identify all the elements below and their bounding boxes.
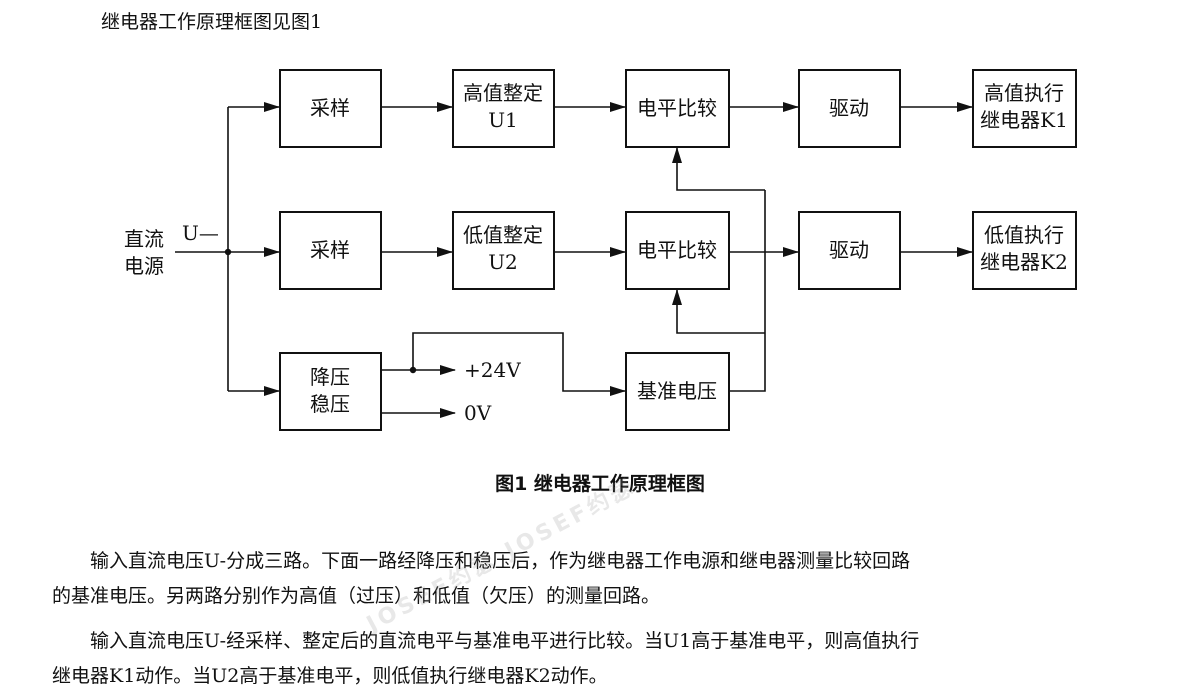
mid-compare-box [625,211,730,290]
high-relay-box [972,69,1077,148]
block-diagram: 直流 电源 U— 采样 高值整定 U1 电平比较 驱动 高值执行 继电器K1 采… [124,69,1077,431]
mid-drive-label: 驱动 [829,238,869,262]
high-set-label-line2: U1 [488,108,518,132]
mid-drive-box [798,211,901,290]
reference-wire-right [729,190,766,392]
wire-plus24v-to-reference [412,332,626,396]
low-relay-label-line2: 继电器K2 [980,250,1068,274]
top-sample-label: 采样 [310,96,350,120]
reference-label: 基准电压 [637,379,717,403]
paragraph-2-line-1: 输入直流电压U-经采样、整定后的直流电平与基准电平进行比较。当U1高于基准电平，… [52,630,920,652]
top-compare-label: 电平比较 [637,96,717,120]
input-label-line2: 电源 [124,254,164,278]
mid-compare-label: 电平比较 [637,238,717,262]
high-set-box [452,69,555,148]
paragraph-2: 输入直流电压U-经采样、整定后的直流电平与基准电平进行比较。当U1高于基准电平，… [52,624,1152,694]
regulator-box [279,352,382,431]
paragraph-1: 输入直流电压U-分成三路。下面一路经降压和稳压后，作为继电器工作电源和继电器测量… [52,544,1152,614]
low-set-box [452,211,555,290]
high-relay-label-line1: 高值执行 [984,81,1064,105]
input-signal-label: U— [182,221,219,245]
intro-text: 继电器工作原理框图见图1 [101,11,323,33]
top-compare-box [625,69,730,148]
top-drive-box [798,69,901,148]
top-drive-label: 驱动 [829,96,869,120]
reference-to-mid-compare [672,289,765,334]
high-relay-label-line2: 继电器K1 [980,108,1068,132]
low-set-label-line2: U2 [488,250,518,274]
low-set-label-line1: 低值整定 [463,223,543,247]
top-sample-box [279,69,382,148]
low-relay-label-line1: 低值执行 [984,223,1064,247]
mid-sample-box [279,211,382,290]
paragraph-1-line-2: 的基准电压。另两路分别作为高值（过压）和低值（欠压）的测量回路。 [52,585,661,607]
low-relay-box [972,211,1077,290]
plus24v-label: +24V [464,358,521,382]
figure-caption: 图1 继电器工作原理框图 [495,473,705,495]
regulator-label-line1: 降压 [310,365,350,389]
input-label-line1: 直流 [124,227,164,251]
paragraph-1-line-1: 输入直流电压U-分成三路。下面一路经降压和稳压后，作为继电器工作电源和继电器测量… [52,550,911,572]
regulator-label-line2: 稳压 [310,392,350,416]
mid-sample-label: 采样 [310,238,350,262]
reference-to-top-compare [672,147,765,191]
high-set-label-line1: 高值整定 [463,81,543,105]
reference-box [625,352,730,431]
paragraph-2-line-2: 继电器K1动作。当U2高于基准电平，则低值执行继电器K2动作。 [52,665,608,687]
zero-volt-label: 0V [464,401,492,425]
